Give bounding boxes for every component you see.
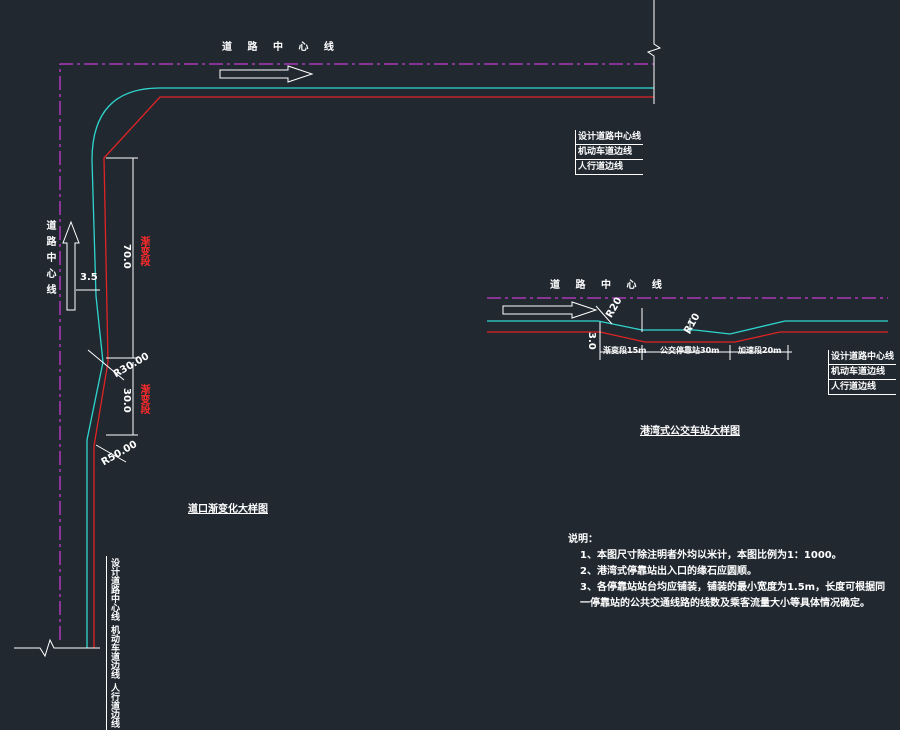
dim-busstop-seg3: 加速段20m [738,346,782,355]
direction-arrow-right-busstop [502,301,598,319]
dim-width-label: 3.5 [80,272,98,283]
notes-block: 说明： 1、本图尺寸除注明者外均以米计，本图比例为1：1000。 2、港湾式停靠… [568,532,885,612]
legend-carriageway: 机动车道边线 [576,145,644,160]
break-line-top [646,0,662,104]
notes-heading: 说明： [568,534,598,545]
legend-centerline: 设计道路中心线 [576,130,644,145]
dim-busstop-width: 3.0 [586,332,597,350]
note-item: 1、本图尺寸除注明者外均以米计，本图比例为1：1000。 [580,550,842,561]
legend-sidewalk: 人行道边线 [829,380,897,395]
road-centerline-label-top: 道 路 中 心 线 [222,42,340,53]
direction-arrow-right-top [219,65,314,83]
note-item: 3、各停靠站站台均应铺装，铺装的最小宽度为1.5m，长度可根据同 [580,582,886,593]
legend-carriageway: 机动车道边线 [829,365,897,380]
break-line-bottom [14,638,100,658]
dim-busstop-seg1: 渐变段15m [603,346,647,355]
legend-centerline: 设计道路中心线 [829,350,897,365]
title-intersection: 道口渐变化大样图 [188,504,268,515]
legend-sidewalk: 人行道边线 [576,160,644,175]
legend-carriageway: 机动车道边线 [106,623,122,681]
legend-centerline: 设计道路中心线 [106,556,122,623]
dim-length-30: 30.0 [121,388,132,413]
cad-drawing-canvas [14,0,888,658]
dim-label-30: 渐变段 [138,384,149,414]
dimension-lines-right [595,305,792,360]
legend-sidewalk: 人行道边线 [106,681,122,730]
dim-length-70: 70.0 [121,244,132,269]
legend-busstop: 设计道路中心线 机动车道边线 人行道边线 [828,350,897,395]
sidewalk-edge-line [93,96,654,648]
note-item: 一停靠站的公共交通线路的线数及乘客流量大小等具体情况确定。 [580,598,870,609]
direction-arrow-up-left [62,220,80,311]
dim-busstop-seg2: 公交停靠站30m [660,346,720,355]
legend-bottom-left: 设计道路中心线 机动车道边线 人行道边线 [106,556,122,730]
busstop-carriageway-edge [487,320,888,335]
dimension-lines-left [76,157,138,463]
title-bus-stop: 港湾式公交车站大样图 [640,426,740,437]
road-centerline-lshape [59,63,654,640]
legend-top: 设计道路中心线 机动车道边线 人行道边线 [575,130,644,175]
note-item: 2、港湾式停靠站出入口的缘石应圆顺。 [580,566,757,577]
dim-label-70: 渐变段 [138,236,149,266]
carriageway-edge-line [86,87,654,648]
road-centerline-label-right: 道 路 中 心 线 [550,280,668,291]
road-centerline-label-left: 道路中心线 [44,220,55,300]
busstop-sidewalk-edge [487,331,888,343]
